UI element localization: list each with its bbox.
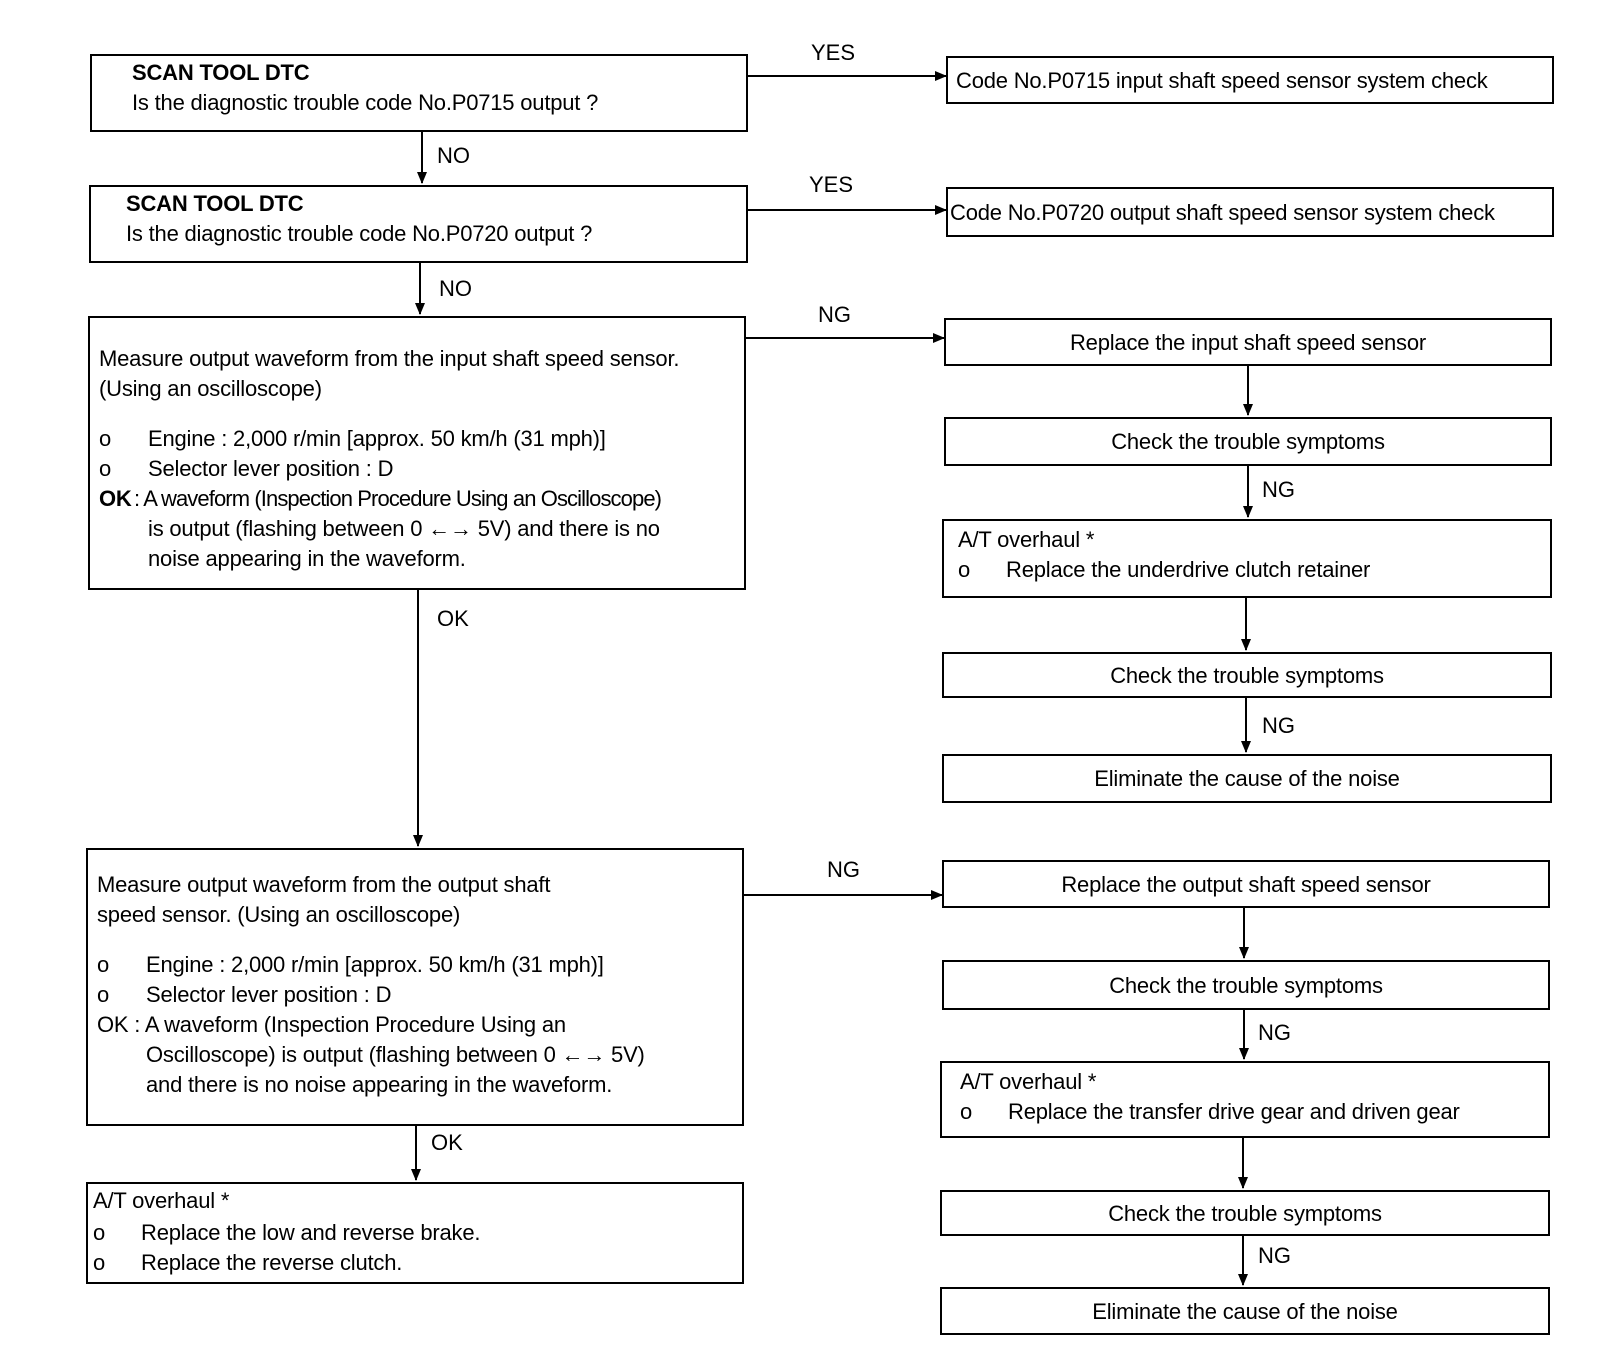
- p0720-check-text: Code No.P0720 output shaft speed sensor …: [950, 200, 1495, 225]
- measure-output-line2: speed sensor. (Using an oscilloscope): [97, 902, 461, 927]
- dtc-p0715-question: Is the diagnostic trouble code No.P0715 …: [132, 90, 599, 115]
- label-ng-chain-1: NG: [1262, 477, 1295, 502]
- label-ok-input: OK: [437, 606, 469, 631]
- overhaul-underdrive-item: Replace the underdrive clutch retainer: [1006, 557, 1371, 582]
- measure-output-cond1: Engine : 2,000 r/min [approx. 50 km/h (3…: [146, 952, 604, 977]
- overhaul-transfer-bullet: o: [960, 1099, 973, 1124]
- label-ng-chain-3: NG: [1258, 1020, 1291, 1045]
- overhaul-underdrive-box: A/T overhaul * o Replace the underdrive …: [942, 519, 1552, 598]
- label-ok-output: OK: [431, 1130, 463, 1155]
- measure-output-bullet-1: o: [97, 952, 110, 977]
- check-symptoms-3-text: Check the trouble symptoms: [1109, 973, 1383, 998]
- replace-output-sensor-box: Replace the output shaft speed sensor: [942, 860, 1550, 908]
- measure-input-line2: (Using an oscilloscope): [99, 376, 322, 401]
- measure-output-cond2: Selector lever position : D: [146, 982, 392, 1007]
- eliminate-noise-2-text: Eliminate the cause of the noise: [1092, 1299, 1398, 1324]
- check-symptoms-3-box: Check the trouble symptoms: [942, 960, 1550, 1010]
- measure-output-ok-line3: and there is no noise appearing in the w…: [146, 1072, 613, 1097]
- overhaul-underdrive-title: A/T overhaul *: [958, 527, 1095, 552]
- check-symptoms-1-text: Check the trouble symptoms: [1111, 429, 1385, 454]
- eliminate-noise-2-box: Eliminate the cause of the noise: [940, 1287, 1550, 1335]
- overhaul-underdrive-bullet: o: [958, 557, 971, 582]
- replace-input-sensor-box: Replace the input shaft speed sensor: [944, 318, 1552, 366]
- dtc-p0715-heading: SCAN TOOL DTC: [132, 60, 310, 85]
- label-ng-chain-4: NG: [1258, 1243, 1291, 1268]
- p0715-check-box: Code No.P0715 input shaft speed sensor s…: [946, 56, 1554, 104]
- measure-input-bullet-2: o: [99, 456, 112, 481]
- measure-output-box: Measure output waveform from the output …: [86, 848, 744, 1126]
- overhaul-brake-box: A/T overhaul * o Replace the low and rev…: [86, 1182, 744, 1284]
- measure-output-ok-line2: Oscilloscope) is output (flashing betwee…: [146, 1042, 645, 1067]
- label-no-2: NO: [439, 276, 472, 301]
- check-symptoms-1-box: Check the trouble symptoms: [944, 417, 1552, 466]
- label-no-1: NO: [437, 143, 470, 168]
- label-yes-1: YES: [811, 40, 856, 65]
- label-yes-2: YES: [809, 172, 854, 197]
- measure-output-bullet-2: o: [97, 982, 110, 1007]
- label-ng-chain-2: NG: [1262, 713, 1295, 738]
- check-symptoms-4-text: Check the trouble symptoms: [1108, 1201, 1382, 1226]
- eliminate-noise-1-box: Eliminate the cause of the noise: [942, 754, 1552, 803]
- measure-input-box: Measure output waveform from the input s…: [88, 316, 746, 590]
- measure-output-line1: Measure output waveform from the output …: [97, 872, 551, 897]
- measure-input-cond2: Selector lever position : D: [148, 456, 394, 481]
- eliminate-noise-1-text: Eliminate the cause of the noise: [1094, 766, 1400, 791]
- dtc-p0715-box: SCAN TOOL DTC Is the diagnostic trouble …: [90, 54, 748, 132]
- label-ng-output: NG: [827, 857, 860, 882]
- dtc-p0720-heading: SCAN TOOL DTC: [126, 191, 304, 216]
- overhaul-transfer-title: A/T overhaul *: [960, 1069, 1097, 1094]
- dtc-p0720-box: SCAN TOOL DTC Is the diagnostic trouble …: [89, 185, 748, 263]
- overhaul-brake-bullet-2: o: [93, 1250, 106, 1275]
- overhaul-transfer-box: A/T overhaul * o Replace the transfer dr…: [940, 1061, 1550, 1138]
- measure-input-ok-line3: noise appearing in the waveform.: [148, 546, 466, 571]
- check-symptoms-2-box: Check the trouble symptoms: [942, 652, 1552, 698]
- dtc-p0720-question: Is the diagnostic trouble code No.P0720 …: [126, 221, 593, 246]
- measure-input-bullet-1: o: [99, 426, 112, 451]
- overhaul-transfer-item: Replace the transfer drive gear and driv…: [1008, 1099, 1460, 1124]
- label-ng-input: NG: [818, 302, 851, 327]
- p0720-check-box: Code No.P0720 output shaft speed sensor …: [946, 187, 1554, 237]
- measure-input-ok-line1: : A waveform (Inspection Procedure Using…: [134, 486, 662, 511]
- overhaul-brake-title: A/T overhaul *: [93, 1188, 230, 1213]
- measure-input-ok-prefix: OK: [99, 486, 132, 511]
- overhaul-brake-item2: Replace the reverse clutch.: [141, 1250, 403, 1275]
- overhaul-brake-bullet-1: o: [93, 1220, 106, 1245]
- measure-output-ok-line1: OK : A waveform (Inspection Procedure Us…: [97, 1012, 566, 1037]
- measure-input-cond1: Engine : 2,000 r/min [approx. 50 km/h (3…: [148, 426, 606, 451]
- replace-output-sensor-text: Replace the output shaft speed sensor: [1061, 872, 1431, 897]
- measure-input-line1: Measure output waveform from the input s…: [99, 346, 680, 371]
- check-symptoms-4-box: Check the trouble symptoms: [940, 1190, 1550, 1236]
- measure-input-ok-line2: is output (flashing between 0 ←→ 5V) and…: [148, 516, 660, 541]
- replace-input-sensor-text: Replace the input shaft speed sensor: [1069, 330, 1427, 355]
- check-symptoms-2-text: Check the trouble symptoms: [1110, 663, 1384, 688]
- p0715-check-text: Code No.P0715 input shaft speed sensor s…: [956, 68, 1488, 93]
- overhaul-brake-item1: Replace the low and reverse brake.: [141, 1220, 481, 1245]
